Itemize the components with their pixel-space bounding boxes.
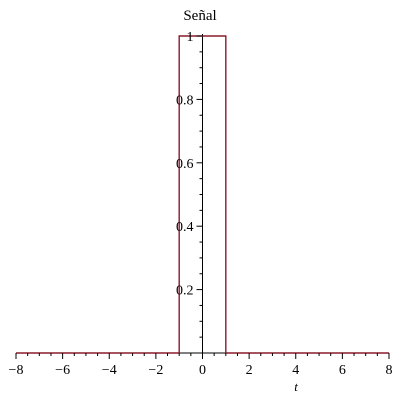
y-tick-label: 0.8 (176, 93, 194, 108)
x-tick-label: −4 (102, 363, 117, 378)
y-tick-label: 0.2 (176, 284, 194, 299)
x-tick-label: −2 (148, 363, 163, 378)
y-tick-label: 0.4 (176, 220, 194, 235)
x-tick-label: 0 (199, 363, 206, 378)
x-tick-label: 6 (339, 363, 346, 378)
x-tick-label: −6 (55, 363, 70, 378)
x-tick-label: −8 (9, 363, 24, 378)
y-tick-label: 1 (187, 30, 194, 45)
x-tick-label: 4 (292, 363, 299, 378)
y-tick-label: 0.6 (176, 157, 194, 172)
x-axis-label: t (294, 379, 298, 394)
x-tick-label: 8 (386, 363, 393, 378)
ticks-layer: −8 −6 −4 −2 0 2 4 6 8 0.2 0.4 0.6 0.8 1 (9, 30, 393, 378)
chart-title: Señal (183, 8, 216, 24)
x-tick-label: 2 (246, 363, 253, 378)
